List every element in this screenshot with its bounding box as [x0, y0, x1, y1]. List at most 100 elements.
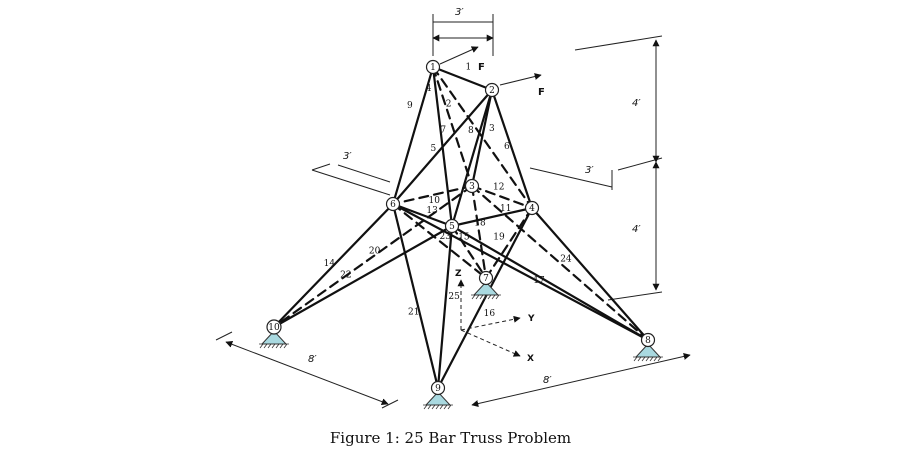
support-node-9	[423, 391, 453, 410]
truss-member-25	[436, 224, 454, 390]
truss-member-13	[391, 202, 454, 228]
truss-member-10	[391, 184, 474, 206]
member-label-10: 10	[429, 196, 441, 206]
truss-member-9	[391, 65, 435, 206]
member-label-13: 13	[426, 206, 438, 216]
loads-layer: F F	[439, 46, 545, 98]
truss-member-11	[450, 206, 534, 228]
truss-member-7	[431, 65, 474, 188]
support-node-8	[633, 343, 663, 362]
member-label-9: 9	[407, 101, 413, 111]
truss-member-23	[391, 202, 488, 280]
member-label-17: 17	[533, 276, 545, 286]
truss-member-extra-25	[450, 224, 650, 342]
member-label-7: 7	[440, 125, 446, 135]
member-label-25: 25	[448, 292, 460, 302]
member-label-1: 1	[465, 63, 471, 73]
node-label-2: 2	[489, 86, 495, 96]
node-label-1: 1	[430, 63, 436, 73]
load-arrow-node-1	[439, 46, 479, 65]
dim-left-width: 3′	[343, 151, 352, 162]
member-label-11: 11	[500, 204, 511, 214]
z-axis-label: Z	[455, 269, 462, 279]
coordinate-axes: Z Y X	[455, 269, 535, 364]
dim-lower-height: 4′	[632, 224, 641, 235]
node-label-5: 5	[449, 222, 455, 232]
node-8: 8	[640, 332, 656, 348]
member-label-12: 12	[493, 183, 504, 193]
dim-top-width: 3′	[455, 7, 464, 18]
node-3: 3	[464, 178, 480, 194]
node-2: 2	[484, 82, 500, 98]
dim-base-left: 8′	[308, 354, 317, 365]
truss-member-21	[391, 202, 440, 390]
truss-member-17	[391, 202, 650, 342]
dimension-lines	[215, 14, 691, 409]
truss-member-18	[470, 184, 488, 280]
member-label-8: 8	[468, 126, 474, 136]
truss-member-1	[431, 65, 494, 92]
figure-caption: Figure 1: 25 Bar Truss Problem	[329, 429, 572, 447]
node-4: 4	[524, 200, 540, 216]
support-node-10	[259, 330, 289, 349]
member-label-14: 14	[324, 259, 336, 269]
member-label-20: 20	[369, 246, 381, 256]
truss-member-5	[391, 88, 494, 206]
truss-member-extra-26	[470, 184, 650, 342]
load-arrow-node-2	[499, 73, 542, 86]
member-label-2: 2	[446, 99, 452, 109]
x-axis	[460, 329, 521, 357]
member-label-21: 21	[408, 307, 419, 317]
truss-member-15	[450, 224, 488, 280]
member-label-22: 22	[340, 271, 351, 281]
members-layer	[272, 65, 650, 390]
node-5: 5	[444, 218, 460, 234]
member-label-6: 6	[504, 142, 510, 152]
member-label-5: 5	[431, 144, 437, 154]
node-9: 9	[430, 380, 446, 396]
truss-member-24	[530, 206, 650, 342]
load-label-node-1: F	[478, 62, 485, 73]
dim-upper-height: 4′	[632, 98, 641, 109]
truss-member-20	[272, 184, 474, 329]
support-node-7	[471, 281, 501, 300]
node-1: 1	[425, 59, 441, 75]
member-label-18: 18	[474, 218, 486, 228]
node-label-4: 4	[529, 204, 535, 214]
node-label-3: 3	[469, 182, 475, 192]
truss-member-2	[431, 65, 534, 210]
truss-member-8	[450, 88, 494, 228]
truss-member-14	[272, 202, 395, 329]
member-label-4: 4	[426, 84, 432, 94]
y-axis	[460, 315, 521, 331]
node-6: 6	[385, 196, 401, 212]
node-label-7: 7	[483, 274, 489, 284]
member-label-16: 16	[484, 309, 496, 319]
load-label-node-2: F	[538, 87, 545, 98]
truss-member-12	[470, 184, 534, 210]
x-axis-label: X	[527, 354, 534, 364]
supports-layer	[259, 281, 663, 410]
member-label-15: 15	[458, 233, 470, 243]
member-label-24: 24	[560, 254, 572, 264]
node-label-8: 8	[645, 336, 651, 346]
dim-base-right: 8′	[543, 375, 552, 386]
node-label-6: 6	[390, 200, 396, 210]
y-axis-label: Y	[527, 314, 535, 324]
truss-member-22	[272, 224, 454, 329]
truss-member-6	[490, 88, 534, 210]
dim-right-width: 3′	[585, 165, 594, 176]
member-label-23: 23	[440, 232, 452, 242]
node-7: 7	[478, 270, 494, 286]
dimension-labels: 3′ 3′ 3′ 4′ 4′ 8′ 8′	[308, 7, 641, 386]
node-label-9: 9	[435, 384, 441, 394]
member-label-3: 3	[489, 124, 495, 134]
node-10: 10	[266, 319, 282, 335]
truss-member-3	[470, 88, 494, 188]
truss-member-19	[484, 206, 534, 280]
member-label-19: 19	[493, 233, 505, 243]
node-label-10: 10	[268, 323, 280, 333]
